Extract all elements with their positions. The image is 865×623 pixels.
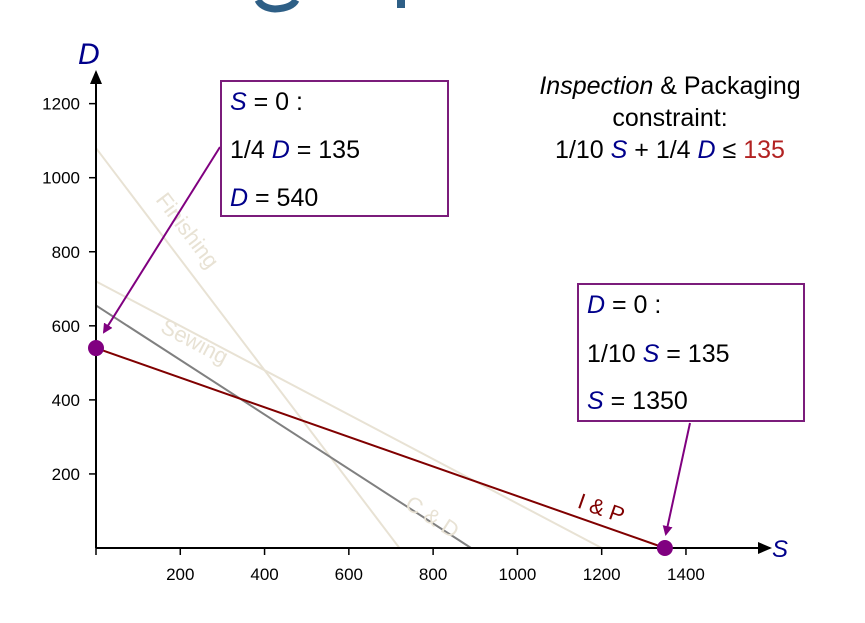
callout-left-row-2: 1/4 D = 135 <box>230 136 360 165</box>
callout-left-text-3: = 540 <box>248 184 319 212</box>
title-packaging-text: & Packaging <box>653 72 801 100</box>
callout-right-text-2: = 135 <box>659 340 730 368</box>
series-label-finishing: Finishing <box>151 188 224 273</box>
callout-box-d-zero: D = 0 : 1/10 S = 135 S = 1350 <box>577 283 805 422</box>
x-tick-label: 400 <box>250 565 278 584</box>
callout-right-text-1: = 0 : <box>605 291 662 319</box>
logo-arc-shape <box>254 0 300 13</box>
y-tick-label: 600 <box>52 317 80 336</box>
callout-right-row-1: D = 0 : <box>587 291 661 320</box>
series-label-i-p: I & P <box>575 488 628 527</box>
y-tick-label: 800 <box>52 243 80 262</box>
callout-left-var-d-result: D <box>230 184 249 212</box>
x-tick-label: 600 <box>335 565 363 584</box>
series-label-c-d: C & D <box>401 490 464 543</box>
callout-left-text-1: = 0 : <box>246 88 303 116</box>
eq-part-a: 1/10 <box>555 136 611 164</box>
y-tick-label: 200 <box>52 465 80 484</box>
corner-point-1 <box>88 340 104 357</box>
series-line-sewing <box>95 280 603 549</box>
title-inspection-word: Inspection <box>539 72 654 100</box>
x-tick-label: 1400 <box>667 565 705 584</box>
callout-right-var-s: S <box>642 340 660 368</box>
logo-block-shape <box>397 0 405 8</box>
constraint-title: Inspection & Packaging constraint: 1/10 … <box>520 70 820 166</box>
constraint-equation: 1/10 S + 1/4 D ≤ 135 <box>520 134 820 166</box>
callout-left-row-1: S = 0 : <box>230 88 303 117</box>
eq-part-c: ≤ <box>715 136 744 164</box>
callout-left-row-3: D = 540 <box>230 184 318 213</box>
y-axis-label: D <box>78 38 100 71</box>
callout-right-row-2: 1/10 S = 135 <box>587 340 730 369</box>
title-line-1: Inspection & Packaging <box>520 70 820 102</box>
callout-right-var-s-result: S <box>587 387 604 415</box>
y-tick-label: 1200 <box>42 95 80 114</box>
callout-right-prefix-2: 1/10 <box>587 340 643 368</box>
callout-right-row-3: S = 1350 <box>587 387 688 416</box>
ticks-layer: 200 400 600 800 1000 1200 1400 200 400 600 800 1000… <box>42 95 705 584</box>
x-axis-label: S <box>772 536 788 563</box>
series-line-finishing <box>95 147 401 549</box>
x-tick-label: 800 <box>419 565 447 584</box>
series-label-sewing: Sewing <box>157 314 232 370</box>
logo-fragment <box>254 0 405 13</box>
points-layer <box>88 340 673 556</box>
y-tick-label: 400 <box>52 391 80 410</box>
series-layer <box>95 147 666 549</box>
eq-part-b: + 1/4 <box>627 136 698 164</box>
corner-point-2 <box>656 540 673 556</box>
eq-var-s: S <box>610 136 628 164</box>
arrows-layer <box>102 146 691 536</box>
callout-left-prefix-2: 1/4 <box>230 136 272 164</box>
callout-left-var-d: D <box>271 136 290 164</box>
callout-right-var-d: D <box>587 291 606 319</box>
x-tick-label: 1000 <box>498 565 536 584</box>
series-line-c-d <box>95 304 472 549</box>
callout-left-text-2: = 135 <box>289 136 360 164</box>
callout-arrow-left <box>102 146 221 334</box>
callout-left-var-s: S <box>230 88 247 116</box>
callout-arrow-right <box>662 422 691 536</box>
eq-var-d: D <box>697 136 716 164</box>
callout-right-text-3: = 1350 <box>603 387 688 415</box>
eq-rhs: 135 <box>743 136 785 164</box>
y-tick-label: 1000 <box>42 169 80 188</box>
title-line-2: constraint: <box>612 104 728 132</box>
callout-box-s-zero: S = 0 : 1/4 D = 135 D = 540 <box>220 80 449 217</box>
x-tick-label: 1200 <box>583 565 621 584</box>
series-line-i-p <box>95 347 666 549</box>
x-tick-label: 200 <box>166 565 194 584</box>
